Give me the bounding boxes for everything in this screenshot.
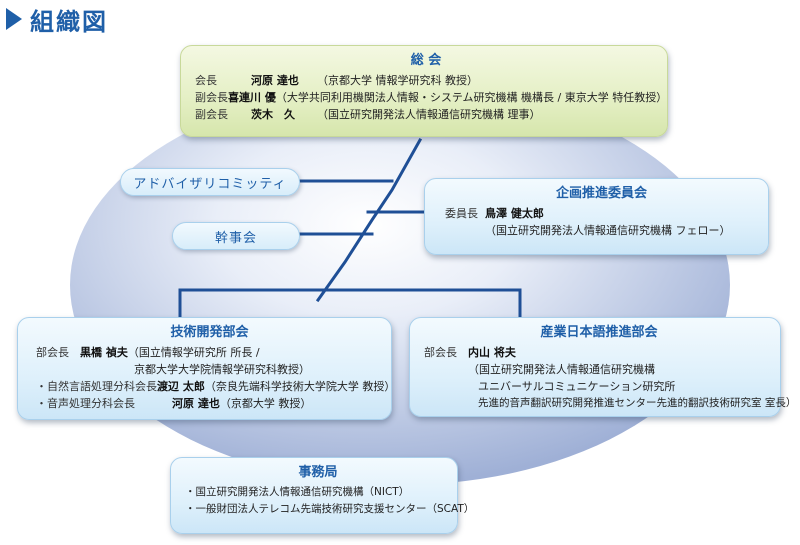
secretariat-box: 事務局 ・国立研究開発法人情報通信研究機構（NICT） ・一般財団法人テレコム先… [170,457,475,534]
ga-member-row: 会長 河原 達也 （京都大学 情報学研究科 教授） [195,72,657,89]
planning-role: 委員長 [445,207,478,220]
page-title: 組織図 [30,7,108,36]
advisory-committee-pill: アドバイザリコミッティ [120,168,300,196]
tech-head-name: 黒橋 禎夫 [80,346,128,359]
tech-head-role: 部会長 [36,346,69,359]
tech-sub-affiliation: （奈良先端科学技術大学院大学 教授） [204,380,396,393]
planning-committee-title: 企画推進委員会 [555,186,647,201]
planning-affiliation-row: （国立研究開発法人情報通信研究機構 フェロー） [445,222,758,239]
tech-head-affiliation-cont: 京都大学大学院情報学研究科教授） [134,363,310,376]
executive-committee-pill: 幹事会 [172,222,300,250]
industry-dept-title: 産業日本語推進部会 [540,325,658,340]
planning-committee-box: 企画推進委員会 委員長 鳥澤 健太郎 （国立研究開発法人情報通信研究機構 フェロ… [424,178,769,255]
industry-affiliation: ユニバーサルコミュニケーション研究所 [478,380,676,393]
connector-trunk [315,137,423,303]
executive-committee-label: 幹事会 [214,230,257,246]
ga-name: 茨木 久 [251,108,295,121]
advisory-committee-label: アドバイザリコミッティ [133,176,287,192]
industry-head-role: 部会長 [424,346,457,359]
industry-affiliation-row: （国立研究開発法人情報通信研究機構 [424,361,774,378]
planning-affiliation: （国立研究開発法人情報通信研究機構 フェロー） [485,224,731,237]
ga-affiliation: （国立研究開発法人情報通信研究機構 理事） [317,108,541,121]
industry-affiliation: 先進的音声翻訳研究開発推進センター先進的翻訳技術研究室 室長） [478,397,797,409]
industry-dept-box: 産業日本語推進部会 部会長 内山 将夫 （国立研究開発法人情報通信研究機構 ユニ… [409,317,796,417]
ga-role: 会長 [195,74,217,87]
ga-member-row: 副会長 喜連川 優 （大学共同利用機関法人情報・システム研究機構 機構長 / 東… [195,89,667,106]
ga-affiliation: （京都大学 情報学研究科 教授） [317,74,478,87]
triangle-arrow-icon [6,8,22,30]
planning-chair-row: 委員長 鳥澤 健太郎 [445,205,758,222]
tech-head-affiliation-row: 京都大学大学院情報学研究科教授） [36,361,383,378]
general-assembly-box: 総 会 会長 河原 達也 （京都大学 情報学研究科 教授） 副会長 喜連川 優 … [180,45,668,137]
tech-sub-affiliation: （京都大学 教授） [219,397,312,410]
general-assembly-title: 総 会 [410,53,442,68]
ga-role: 副会長 [195,108,228,121]
ga-role: 副会長 [195,91,228,104]
ga-name: 河原 達也 [251,74,299,87]
industry-affiliation-row: 先進的音声翻訳研究開発推進センター先進的翻訳技術研究室 室長） [424,395,796,412]
ga-affiliation: （大学共同利用機関法人情報・システム研究機構 機構長 / 東京大学 特任教授） [275,91,668,104]
tech-sub-name: 河原 達也 [172,397,220,410]
page-header: 組織図 [6,4,108,36]
tech-head-affiliation: （国立情報学研究所 所長 / [127,346,260,359]
tech-sub-row: ・自然言語処理分科会長 渡辺 太郎 （奈良先端科学技術大学院大学 教授） [36,378,395,395]
tech-sub-row: ・音声処理分科会長 河原 達也 （京都大学 教授） [36,395,383,412]
tech-head-row: 部会長 黒橋 禎夫 （国立情報学研究所 所長 / [36,344,383,361]
tech-sub-name: 渡辺 太郎 [157,380,205,393]
secretariat-item: ・国立研究開発法人情報通信研究機構（NICT） [185,486,410,498]
connector-departments [178,288,522,320]
ga-name: 喜連川 優 [228,91,276,104]
industry-affiliation: （国立研究開発法人情報通信研究機構 [468,363,655,376]
secretariat-title: 事務局 [298,465,338,480]
tech-sub-role: ・音声処理分科会長 [36,397,135,410]
planning-name: 鳥澤 健太郎 [485,207,544,220]
ga-member-row: 副会長 茨木 久 （国立研究開発法人情報通信研究機構 理事） [195,106,657,123]
industry-head-row: 部会長 内山 将夫 [424,344,774,361]
industry-head-name: 内山 将夫 [468,346,516,359]
industry-affiliation-row: ユニバーサルコミュニケーション研究所 [424,378,774,395]
tech-dept-title: 技術開発部会 [170,325,249,340]
tech-dept-box: 技術開発部会 部会長 黒橋 禎夫 （国立情報学研究所 所長 / 京都大学大学院情… [17,317,395,420]
secretariat-item: ・一般財団法人テレコム先端技術研究支援センター（SCAT） [185,503,475,515]
background-ellipse [70,85,730,485]
tech-sub-role: ・自然言語処理分科会長 [36,380,157,393]
